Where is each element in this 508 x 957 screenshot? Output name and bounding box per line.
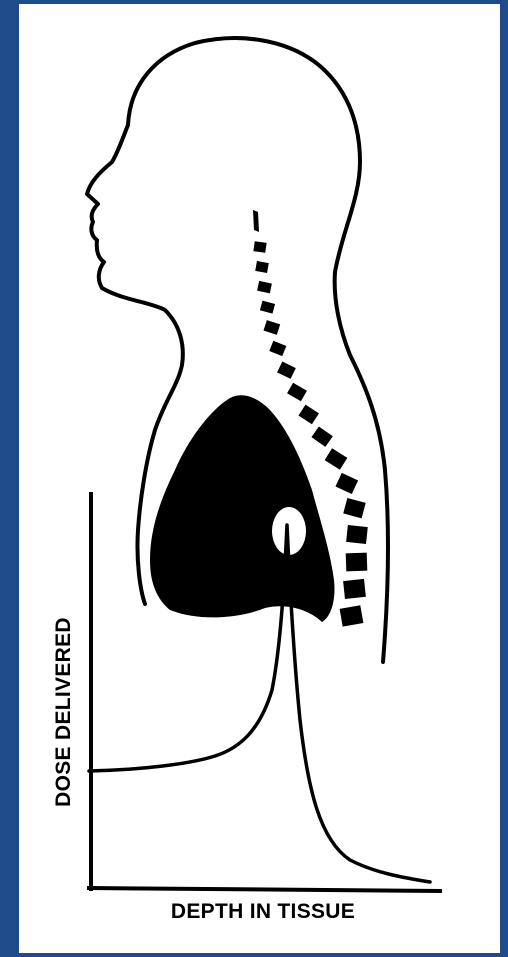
y-axis-label: DOSE DELIVERED [52, 592, 76, 832]
lungs-shape [150, 395, 335, 622]
x-axis-label: DEPTH IN TISSUE [88, 900, 438, 924]
x-axis-line [89, 888, 440, 891]
